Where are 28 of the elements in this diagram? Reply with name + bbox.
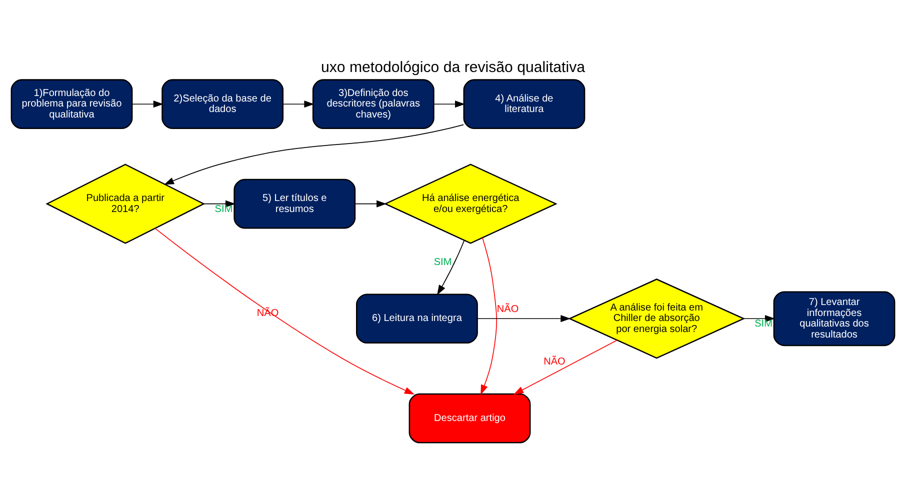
diagram-title: uxo metodológico da revisão qualitativa <box>320 58 586 76</box>
node-diamond: A análise foi feita em Chiller de absorção por energia solar? <box>568 278 746 359</box>
edge-label: SIM <box>434 256 452 268</box>
node-box: 3)Definição dos descritores (palavras chaves) <box>312 79 434 130</box>
arrow <box>282 100 314 108</box>
arrow <box>354 200 387 208</box>
arrow <box>437 240 465 296</box>
arrow <box>154 228 415 395</box>
node-box: 7) Levantar informações qualitativas dos resultados <box>773 291 896 346</box>
node-diamond: Há análise energética e/ou exergética? <box>384 164 558 244</box>
node-box: 2)Seleção da base de dados <box>162 79 284 130</box>
arrow <box>513 340 618 395</box>
node-box: 6) Leitura na integra <box>356 294 478 344</box>
node-box: Descartar artigo <box>408 393 531 444</box>
arrow <box>203 200 236 208</box>
arrow <box>480 238 498 395</box>
arrow <box>476 315 571 322</box>
node-diamond: Publicada a partir 2014? <box>46 164 206 244</box>
edge-label: NÃO <box>496 304 519 316</box>
arrow <box>433 100 466 108</box>
edge-label: SIM <box>214 204 233 215</box>
node-box: 4) Análise de literatura <box>463 79 586 130</box>
arrow <box>164 124 464 185</box>
arrow <box>132 100 164 108</box>
edge-label: SIM <box>754 318 772 330</box>
node-box: 5) Ler títulos e resumos <box>234 178 356 229</box>
edge-label: NÃO <box>544 356 566 368</box>
node-box: 1)Formulação do problema para revisão qualitativa <box>10 79 133 130</box>
